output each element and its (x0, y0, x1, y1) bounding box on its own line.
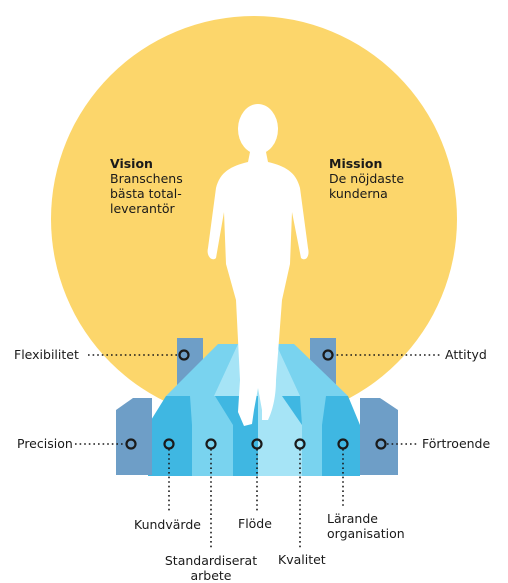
vision-line-3: leverantör (110, 201, 183, 216)
label-larande-line-2: organisation (327, 526, 405, 541)
mission-block: Mission De nöjdaste kunderna (329, 156, 404, 201)
label-kvalitet: Kvalitet (278, 552, 326, 567)
label-precision: Precision (17, 436, 73, 451)
mission-title: Mission (329, 156, 404, 171)
mission-line-2: kunderna (329, 186, 404, 201)
vision-line-1: Branschens (110, 171, 183, 186)
vision-line-2: bästa total- (110, 186, 183, 201)
label-flode: Flöde (238, 516, 272, 531)
label-attityd: Attityd (445, 347, 487, 362)
label-standardiserat-line-2: arbete (162, 568, 260, 583)
label-kundvarde: Kundvärde (134, 517, 201, 532)
vision-title: Vision (110, 156, 183, 171)
pillar-front-right (360, 398, 398, 475)
mission-line-1: De nöjdaste (329, 171, 404, 186)
pillar-front-left (116, 398, 152, 475)
label-larande-line-1: Lärande (327, 511, 405, 526)
label-standardiserat-line-1: Standardiserat (162, 553, 260, 568)
vision-block: Vision Branschens bästa total- leverantö… (110, 156, 183, 216)
label-flexibilitet: Flexibilitet (14, 347, 79, 362)
label-larande: Lärande organisation (327, 511, 405, 541)
label-fortroende: Förtroende (422, 436, 490, 451)
